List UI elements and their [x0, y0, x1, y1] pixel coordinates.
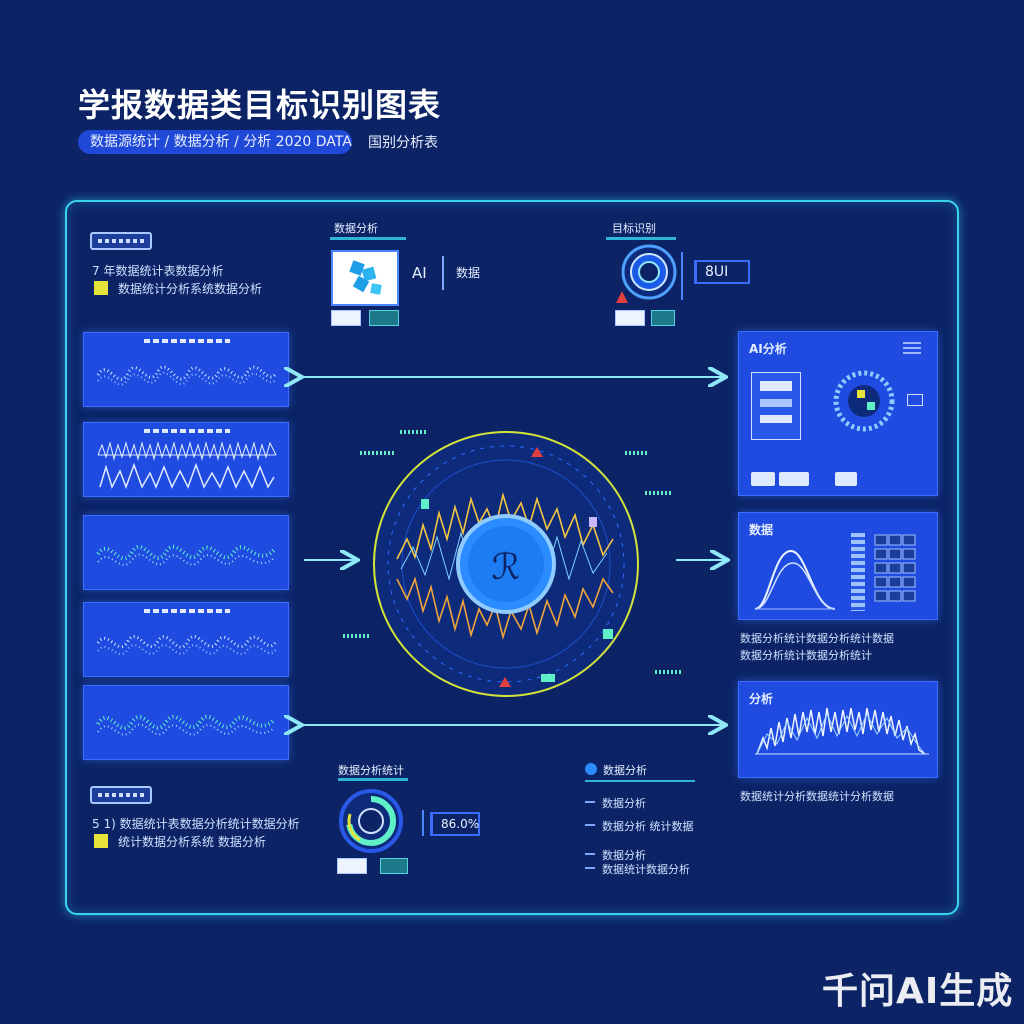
ring-stat-pill-1: [337, 858, 367, 874]
ai-divider: [442, 256, 444, 290]
mini-icon: [907, 394, 923, 406]
right-card-1: AI分析: [738, 331, 938, 496]
legend-dot-icon: [585, 763, 597, 775]
bottom-note-2: 统计数据分析系统 数据分析: [118, 835, 266, 849]
target-ring-icon: [621, 244, 677, 300]
tick-3: [625, 451, 649, 455]
cube-cluster-icon: [349, 260, 382, 295]
spectrum-chart: [755, 707, 929, 755]
gold-wave: [396, 491, 614, 560]
yellow-marker-top: [94, 281, 108, 295]
subtitle-badge: 数据源统计 / 数据分析 / 分析 2020 DATA: [78, 130, 352, 154]
menu-icon: [903, 342, 921, 354]
info-panel: [751, 372, 801, 440]
spike-chart: [97, 441, 277, 490]
ring-divider: [422, 810, 424, 836]
ring-node-label: 数据分析统计: [338, 764, 404, 777]
left-card-1: [83, 332, 289, 407]
page-title: 学报数据类目标识别图表: [78, 86, 442, 124]
card2-caption-2: 数据分析统计数据分析统计: [740, 649, 872, 662]
legend-title: 数据分析: [603, 764, 647, 777]
ai-side-text: 数据: [456, 266, 481, 280]
ai-text: AI: [412, 264, 427, 282]
radial-widget: [833, 370, 895, 432]
right-card-2-title: 数据: [749, 523, 774, 537]
target-side-label: 8UI: [694, 260, 750, 284]
ai-stat-pill-1: [331, 310, 361, 326]
ring-node-underline: [338, 778, 408, 781]
target-divider: [681, 252, 683, 300]
red-marker-icon: [616, 291, 628, 303]
legend-dash-1: [585, 801, 595, 803]
legend-dash-4: [585, 867, 595, 869]
right-card-3: 分析: [738, 681, 938, 778]
legend-item-2: 数据分析 统计数据: [602, 820, 694, 833]
left-card-5: [83, 685, 289, 760]
card1-chip-2[interactable]: [779, 472, 809, 486]
tick-6: [655, 670, 681, 674]
subtitle-extra: 国别分析表: [368, 135, 438, 151]
header-badge-top: [90, 232, 152, 250]
legend-item-1: 数据分析: [602, 797, 646, 810]
target-node-underline: [606, 237, 676, 240]
top-note-2: 数据统计分析系统数据分析: [118, 282, 263, 296]
dotted-wave-3: [96, 544, 276, 566]
ai-node-label: 数据分析: [334, 222, 378, 235]
right-card-2: 数据: [738, 512, 938, 620]
tick-5: [343, 634, 369, 638]
ai-node-image: [331, 250, 399, 306]
right-card-1-title: AI分析: [749, 342, 787, 356]
card1-chip-1[interactable]: [751, 472, 775, 486]
target-stat-pill-2: [651, 310, 675, 326]
grid-table: [874, 534, 916, 602]
ai-node-underline: [330, 237, 406, 240]
orange-wave: [396, 576, 614, 640]
progress-ring-icon: [339, 789, 403, 853]
legend-dash-3: [585, 853, 595, 855]
core-visualization: ℛ: [373, 431, 639, 697]
tick-2: [360, 451, 394, 455]
watermark: 千问AI生成: [822, 971, 1014, 1012]
card3-caption: 数据统计分析数据统计分析数据: [740, 790, 894, 803]
dotted-wave-4: [96, 635, 278, 656]
card1-chip-3[interactable]: [835, 472, 857, 486]
bell-curve-chart: [754, 549, 836, 610]
dotted-wave-1: [96, 365, 278, 386]
ai-stat-pill-2: [369, 310, 399, 326]
header-badge-bottom: [90, 786, 152, 804]
top-note-1: 7 年数据统计表数据分析: [92, 264, 224, 278]
core-symbol: ℛ: [492, 547, 521, 588]
legend-item-4: 数据统计数据分析: [602, 863, 690, 876]
left-card-4: [83, 602, 289, 677]
right-card-3-title: 分析: [749, 692, 774, 706]
target-node-label: 目标识别: [612, 222, 656, 235]
tick-1: [400, 430, 426, 434]
left-card-2: [83, 422, 289, 497]
legend-item-3: 数据分析: [602, 849, 646, 862]
tick-4: [645, 491, 671, 495]
bar-column: [851, 533, 865, 611]
legend-underline: [585, 780, 695, 782]
ring-percent: 86.0%: [430, 812, 480, 836]
left-card-3: [83, 515, 289, 590]
bottom-note-1: 5 1) 数据统计表数据分析统计数据分析: [92, 817, 300, 831]
legend-dash-2: [585, 824, 595, 826]
dotted-wave-5: [96, 714, 276, 736]
card2-caption-1: 数据分析统计数据分析统计数据: [740, 632, 894, 645]
target-stat-pill-1: [615, 310, 645, 326]
dashboard-frame: [65, 200, 959, 915]
yellow-marker-bottom: [94, 834, 108, 848]
ring-stat-pill-2: [380, 858, 408, 874]
